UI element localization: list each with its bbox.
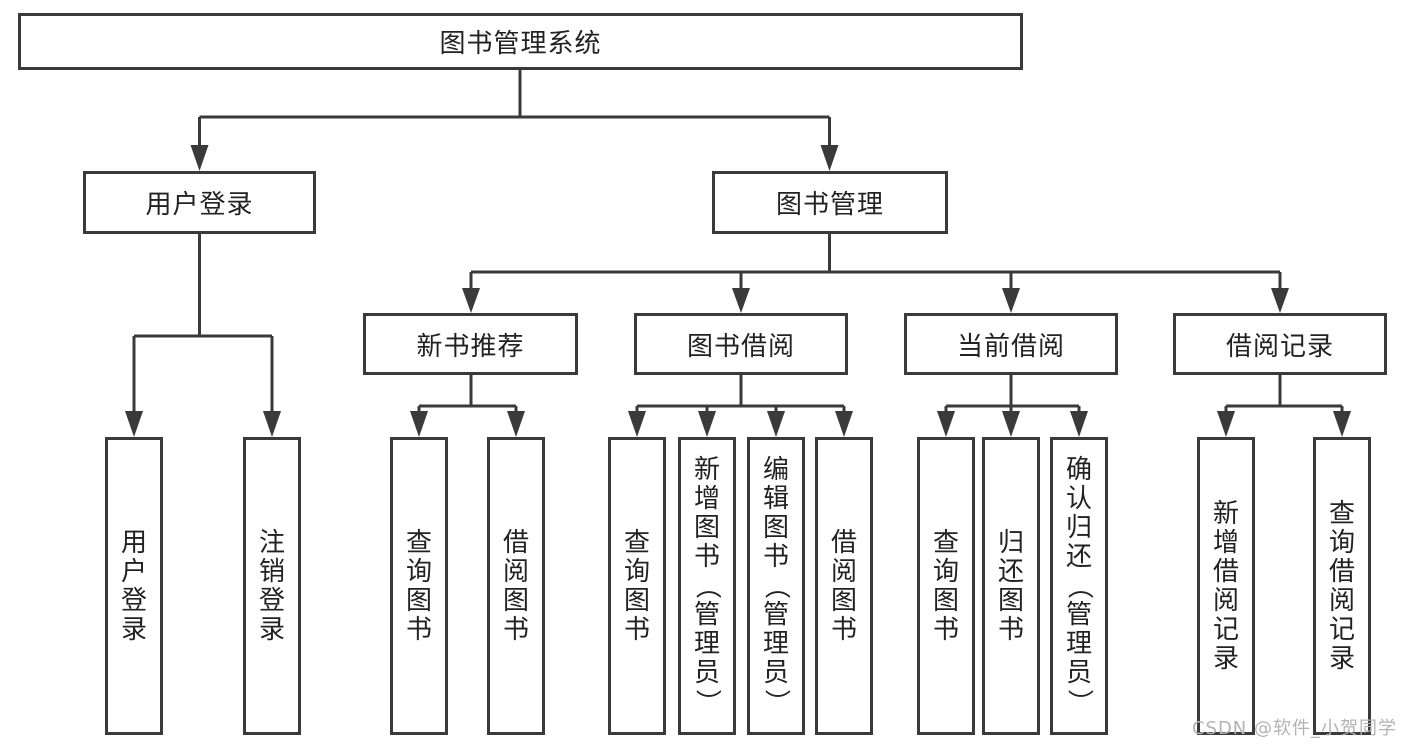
leaf-query-books-recommend: 查询图书	[390, 437, 448, 735]
node-current-borrowing: 当前借阅	[904, 313, 1118, 375]
arrow-down-icon	[1217, 411, 1235, 437]
leaf-add-books-admin: 新增图书（管理员）	[678, 437, 736, 735]
arrow-down-icon	[767, 411, 785, 437]
leaf-label: 新增借阅记录	[1213, 498, 1240, 674]
arrowheads	[125, 145, 1351, 437]
node-book-management: 图书管理	[712, 171, 948, 234]
leaf-label: 确认归还（管理员）	[1064, 455, 1094, 716]
arrow-down-icon	[820, 145, 839, 171]
arrow-down-icon	[835, 411, 853, 437]
leaf-add-borrow-record: 新增借阅记录	[1197, 437, 1255, 735]
arrow-down-icon	[698, 411, 716, 437]
arrow-down-icon	[125, 411, 143, 437]
arrow-down-icon	[462, 288, 480, 313]
leaf-logout: 注销登录	[243, 437, 301, 735]
leaf-borrow-books-recommend: 借阅图书	[487, 437, 545, 735]
leaf-query-books-current: 查询图书	[917, 437, 975, 735]
leaf-borrow-books: 借阅图书	[815, 437, 873, 735]
arrow-down-icon	[410, 411, 428, 437]
leaf-label: 借阅图书	[503, 527, 530, 645]
arrow-down-icon	[507, 411, 525, 437]
arrow-down-icon	[1070, 411, 1088, 437]
node-borrowing-records: 借阅记录	[1173, 313, 1387, 375]
arrow-down-icon	[937, 411, 955, 437]
leaf-edit-books-admin: 编辑图书（管理员）	[747, 437, 805, 735]
connector-lines	[132, 70, 1344, 413]
node-new-book-recommendation: 新书推荐	[363, 313, 578, 375]
leaf-confirm-return-admin: 确认归还（管理员）	[1050, 437, 1108, 735]
leaf-label: 注销登录	[259, 527, 286, 645]
leaf-label: 查询图书	[406, 527, 433, 645]
watermark: CSDN @软件_小贺同学	[1191, 718, 1397, 739]
node-label: 图书管理系统	[439, 29, 602, 59]
leaf-label: 查询借阅记录	[1329, 498, 1356, 674]
node-label: 借阅记录	[1225, 331, 1334, 362]
leaf-label: 查询图书	[624, 527, 651, 645]
node-label: 新书推荐	[416, 331, 525, 362]
node-user-login: 用户登录	[83, 171, 316, 234]
arrow-down-icon	[190, 145, 209, 171]
node-label: 当前借阅	[956, 331, 1065, 362]
arrow-down-icon	[732, 288, 750, 313]
leaf-label: 查询图书	[933, 527, 960, 645]
arrow-down-icon	[1271, 288, 1289, 313]
leaf-label: 编辑图书（管理员）	[761, 455, 791, 716]
leaf-label: 用户登录	[121, 527, 148, 645]
leaf-return-books: 归还图书	[982, 437, 1040, 735]
node-label: 用户登录	[145, 190, 254, 220]
arrow-down-icon	[628, 411, 646, 437]
leaf-user-login: 用户登录	[105, 437, 163, 735]
leaf-label: 借阅图书	[831, 527, 858, 645]
leaf-query-borrow-record: 查询借阅记录	[1313, 437, 1371, 735]
leaf-label: 新增图书（管理员）	[692, 455, 722, 716]
arrow-down-icon	[1002, 288, 1020, 313]
arrow-down-icon	[1333, 411, 1351, 437]
arrow-down-icon	[1002, 411, 1020, 437]
arrow-down-icon	[263, 411, 281, 437]
leaf-label: 归还图书	[998, 527, 1025, 645]
node-library-management-system: 图书管理系统	[18, 13, 1023, 70]
node-label: 图书借阅	[686, 331, 795, 362]
leaf-query-books-borrow: 查询图书	[608, 437, 666, 735]
node-label: 图书管理	[775, 190, 884, 220]
node-book-borrowing: 图书借阅	[634, 313, 848, 375]
